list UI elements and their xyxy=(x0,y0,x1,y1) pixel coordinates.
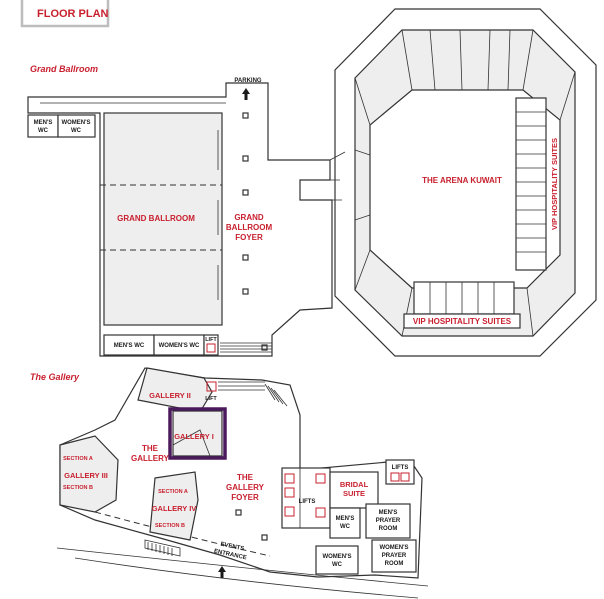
grand-ballroom-label: GRAND BALLROOM xyxy=(117,214,195,223)
gallery-womens-wc-1: WOMEN'S xyxy=(322,554,351,560)
gallery-iii-section-a: SECTION A xyxy=(63,456,93,462)
gallery-mens-wc-2: WC xyxy=(340,524,351,530)
mens-wc-label-1: MEN'S xyxy=(34,120,53,126)
lifts-label-1: LIFTS xyxy=(299,499,316,505)
events-entrance-arrow-icon xyxy=(218,566,226,578)
parking-arrow-icon xyxy=(242,88,250,100)
section-heading-grand-ballroom: Grand Ballroom xyxy=(30,64,98,74)
womens-prayer-room-1: WOMEN'S xyxy=(379,545,408,551)
vip-suites-side-label: VIP HOSPITALITY SUITES xyxy=(550,138,559,230)
womens-prayer-room-3: ROOM xyxy=(385,561,404,567)
gallery-foyer-label-3: FOYER xyxy=(231,493,259,502)
mens-wc-label-2: WC xyxy=(38,128,49,134)
grand-ballroom-room xyxy=(103,112,223,326)
gallery-iii-section-b: SECTION B xyxy=(63,485,93,491)
gallery-iii-label: GALLERY III xyxy=(64,471,108,480)
gallery-i-label: GALLERY I xyxy=(174,432,214,441)
womens-prayer-room-2: PRAYER xyxy=(382,553,407,559)
gallery-area: GALLERY II LIFT GALLERY I THE GALLERY SE… xyxy=(56,367,429,599)
mens-prayer-room-3: ROOM xyxy=(379,526,398,532)
gallery-foyer-label-1: THE xyxy=(237,473,254,482)
bridal-suite-label-1: BRIDAL xyxy=(340,480,369,489)
foyer-label-2: BALLROOM xyxy=(226,223,273,232)
mens-wc-bottom-label: MEN'S WC xyxy=(114,343,145,349)
womens-wc-label-1: WOMEN'S xyxy=(61,120,90,126)
gallery-foyer-label-2: GALLERY xyxy=(226,483,265,492)
womens-wc-label-2: WC xyxy=(71,128,82,134)
section-heading-gallery: The Gallery xyxy=(30,372,80,382)
page-title: FLOOR PLAN xyxy=(37,8,109,20)
stairs-top xyxy=(220,342,272,353)
womens-wc-bottom-label: WOMEN'S WC xyxy=(159,343,200,349)
bridal-suite-label-2: SUITE xyxy=(343,489,365,498)
lifts-label-2: LIFTS xyxy=(392,465,409,471)
mens-prayer-room-1: MEN'S xyxy=(379,510,398,516)
gallery-womens-wc-2: WC xyxy=(332,562,343,568)
gallery-iv-section-a: SECTION A xyxy=(158,489,188,495)
arena: THE ARENA KUWAIT VIP HOSPITALITY SUITES … xyxy=(334,8,597,357)
arena-label: THE ARENA KUWAIT xyxy=(422,176,502,185)
gallery-ii-label: GALLERY II xyxy=(149,391,191,400)
gallery-mens-wc-1: MEN'S xyxy=(336,516,355,522)
lift-label-gallery: LIFT xyxy=(205,396,217,402)
the-gallery-label-1: THE xyxy=(142,444,159,453)
gallery-iv-section-b: SECTION B xyxy=(155,523,185,529)
vip-suites-right xyxy=(515,97,547,271)
header-tab: FLOOR PLAN xyxy=(20,0,110,28)
foyer-label-1: GRAND xyxy=(234,213,264,222)
parking-label: PARKING xyxy=(234,78,262,84)
mens-prayer-room-2: PRAYER xyxy=(376,518,401,524)
grand-ballroom-area: MEN'S WC WOMEN'S WC GRAND BALLROOM GRAND… xyxy=(27,78,333,357)
the-gallery-label-2: GALLERY xyxy=(131,454,170,463)
vip-suites-bottom-label: VIP HOSPITALITY SUITES xyxy=(413,317,512,326)
stairs-gallery xyxy=(218,381,288,407)
gallery-iv-label: GALLERY IV xyxy=(152,504,197,513)
foyer-label-3: FOYER xyxy=(235,233,263,242)
lift-label-top: LIFT xyxy=(205,337,217,343)
gallery-i-highlight[interactable] xyxy=(168,407,227,460)
vip-suites-bottom xyxy=(403,281,521,329)
events-entrance-label-1: EVENTS xyxy=(220,542,245,553)
